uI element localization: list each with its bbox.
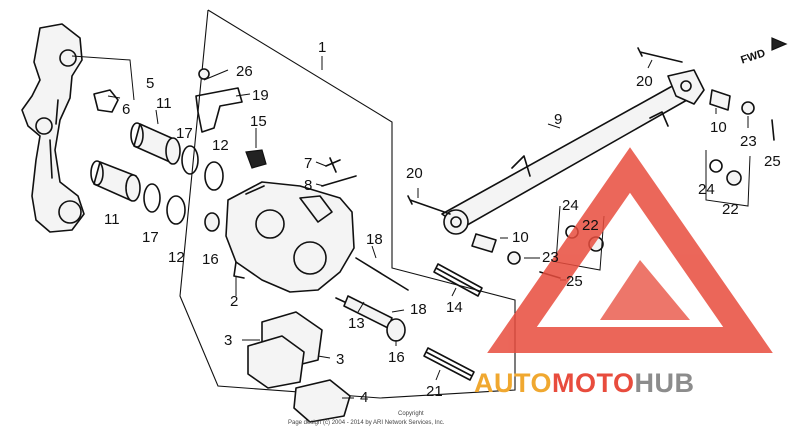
fwd-label: FWD xyxy=(739,47,767,66)
callout-7: 7 xyxy=(304,155,312,172)
callout-23a: 23 xyxy=(740,133,757,150)
bolt-20-upper xyxy=(637,47,683,63)
group-bracket-right xyxy=(705,150,751,207)
callout-9: 9 xyxy=(554,111,562,128)
callout-24a: 24 xyxy=(698,181,715,198)
callout-22a: 22 xyxy=(722,201,739,218)
washer-24-right xyxy=(709,159,723,173)
watermark-inner xyxy=(600,260,690,320)
callout-14: 14 xyxy=(446,299,463,316)
callout-18a: 18 xyxy=(366,231,383,248)
nut-23-right xyxy=(741,101,755,115)
boot-16-left xyxy=(204,212,220,232)
callout-15: 15 xyxy=(250,113,267,130)
callout-18b: 18 xyxy=(410,301,427,318)
part-6-clip xyxy=(93,89,119,113)
callout-6: 6 xyxy=(122,101,130,118)
callout-4: 4 xyxy=(360,389,368,406)
collar-10-right xyxy=(709,89,731,111)
callout-20b: 20 xyxy=(406,165,423,182)
callout-23b: 23 xyxy=(542,249,559,266)
watermark-brand: AUTOMOTOHUB xyxy=(474,368,695,398)
bolt-20-lower xyxy=(407,195,451,215)
callout-8: 8 xyxy=(304,177,312,194)
fwd-arrow: FWD xyxy=(739,37,788,67)
cotter-25-right xyxy=(771,119,775,141)
callout-25a: 25 xyxy=(764,153,781,170)
callout-3b: 3 xyxy=(336,351,344,368)
pin-18-upper xyxy=(355,257,409,291)
shim-4 xyxy=(293,379,351,423)
watermark-triangle xyxy=(487,147,773,353)
callout-10a: 10 xyxy=(710,119,727,136)
seal-12-lower xyxy=(166,195,186,225)
boot-16-right xyxy=(386,318,406,342)
piston-lower xyxy=(90,160,141,202)
callout-19: 19 xyxy=(252,87,269,104)
caliper-body xyxy=(225,181,355,293)
callout-12a: 12 xyxy=(212,137,229,154)
callout-1: 1 xyxy=(318,39,326,56)
callout-17a: 17 xyxy=(176,125,193,142)
callout-21: 21 xyxy=(426,383,443,400)
seal-17-lower xyxy=(143,183,161,213)
callout-26: 26 xyxy=(236,63,253,80)
callout-11b: 11 xyxy=(104,211,120,228)
nut-22-right xyxy=(726,170,742,186)
copyright-line-2: Page design (c) 2004 - 2014 by ARI Netwo… xyxy=(288,420,445,426)
callout-20a: 20 xyxy=(636,73,653,90)
seal-12-upper xyxy=(204,161,224,191)
callout-13: 13 xyxy=(348,315,365,332)
callout-25b: 25 xyxy=(566,273,583,290)
leader-lines xyxy=(71,55,749,399)
part-8-pin xyxy=(321,175,357,187)
callout-3a: 3 xyxy=(224,332,232,349)
callout-24b: 24 xyxy=(562,197,579,214)
callout-17b: 17 xyxy=(142,229,159,246)
caliper-bracket xyxy=(21,23,85,233)
callout-2: 2 xyxy=(230,293,238,310)
callout-16b: 16 xyxy=(388,349,405,366)
pad-3-lower xyxy=(247,335,305,389)
callout-11a: 11 xyxy=(156,95,172,112)
collar-10-left xyxy=(471,233,497,253)
pad-spring xyxy=(195,87,243,133)
callout-10b: 10 xyxy=(512,229,529,246)
bleed-screw xyxy=(245,149,267,169)
part-26-bolt xyxy=(198,68,210,80)
bolt-14 xyxy=(433,263,483,297)
seal-17-upper xyxy=(181,145,199,175)
callout-12b: 12 xyxy=(168,249,185,266)
copyright-line-1: Copyright xyxy=(398,411,424,417)
watermark-logo xyxy=(487,147,773,353)
piston-upper xyxy=(130,122,181,165)
callout-22b: 22 xyxy=(582,217,599,234)
bolt-21 xyxy=(423,347,475,381)
nut-23-left xyxy=(507,251,521,265)
part-7-screw xyxy=(325,157,341,173)
torque-rod xyxy=(441,69,705,235)
callout-5: 5 xyxy=(146,75,154,92)
callout-16a: 16 xyxy=(202,251,219,268)
